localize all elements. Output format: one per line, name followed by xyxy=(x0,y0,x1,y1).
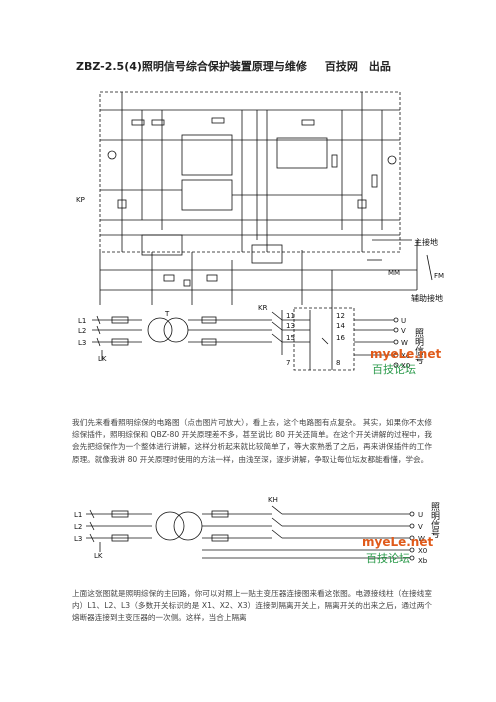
page-title: ZBZ-2.5(4)照明信号综合保护装置原理与维修 百技网 出品 xyxy=(76,58,391,74)
label-u: U xyxy=(401,317,406,325)
label-l1: L1 xyxy=(78,317,86,325)
label-xc: Xc xyxy=(401,352,410,360)
label-kh: KH xyxy=(268,496,278,504)
label-w: W xyxy=(418,535,425,543)
label-aux-ground: 辅助接地 xyxy=(411,293,443,303)
label-lamp-signal: 照明信号 xyxy=(413,328,424,365)
label-8: 8 xyxy=(336,359,340,367)
watermark-en: myeLe.net xyxy=(370,347,441,361)
schematic-svg: KP KR L1 L2 L3 LK T 11 13 15 7 12 14 16 … xyxy=(76,91,444,376)
main-circuit-svg: KH L1 L2 L3 LK U V W X0 Xb 照明信号 myeLe.ne… xyxy=(74,496,440,565)
circuit-diagram-main[interactable]: KH L1 L2 L3 LK U V W X0 Xb 照明信号 myeLe.ne… xyxy=(72,490,452,570)
label-v: V xyxy=(401,327,406,335)
label-14: 14 xyxy=(336,322,345,330)
paragraph-intro: 我们先来看看照明综保的电路图（点击图片可放大），看上去，这个电路图有点复杂。 其… xyxy=(72,417,432,464)
label-lk: LK xyxy=(98,355,107,363)
label-fm: FM xyxy=(434,272,444,280)
label-11: 11 xyxy=(286,312,295,320)
label-15: 15 xyxy=(286,334,295,342)
label-main-ground: 主接地 xyxy=(414,237,438,247)
label-12: 12 xyxy=(336,312,345,320)
title-text: ZBZ-2.5(4)照明信号综合保护装置原理与维修 xyxy=(76,60,307,73)
title-suffix: 百技网 出品 xyxy=(324,60,391,73)
label-kr: KR xyxy=(258,304,268,312)
watermark-cn: 百技论坛 xyxy=(372,362,416,376)
watermark-cn: 百技论坛 xyxy=(366,551,410,565)
paragraph-main-circuit: 上面这张图就是照明综保的主回路，你可以对照上一贴主变压器连接图来看这张图。电源接… xyxy=(72,588,432,623)
label-l2: L2 xyxy=(74,523,82,531)
circuit-diagram-full[interactable]: KP KR L1 L2 L3 LK T 11 13 15 7 12 14 16 … xyxy=(72,80,452,380)
label-l1: L1 xyxy=(74,511,82,519)
label-t: T xyxy=(164,310,170,318)
label-v: V xyxy=(418,523,423,531)
label-x0: X0 xyxy=(418,547,427,555)
label-l3: L3 xyxy=(74,535,82,543)
label-lamp-signal: 照明信号 xyxy=(429,502,440,539)
label-mm: MM xyxy=(388,269,400,277)
label-kp: KP xyxy=(76,196,85,204)
label-lk: LK xyxy=(94,552,103,560)
label-u: U xyxy=(418,511,423,519)
label-l3: L3 xyxy=(78,339,86,347)
label-xb: Xb xyxy=(418,557,428,565)
label-w: W xyxy=(401,339,408,347)
label-l2: L2 xyxy=(78,327,86,335)
label-13: 13 xyxy=(286,322,295,330)
label-16: 16 xyxy=(336,334,345,342)
label-x0: X0 xyxy=(401,362,410,370)
watermark-en: myeLe.net xyxy=(362,535,433,549)
label-7: 7 xyxy=(286,359,290,367)
